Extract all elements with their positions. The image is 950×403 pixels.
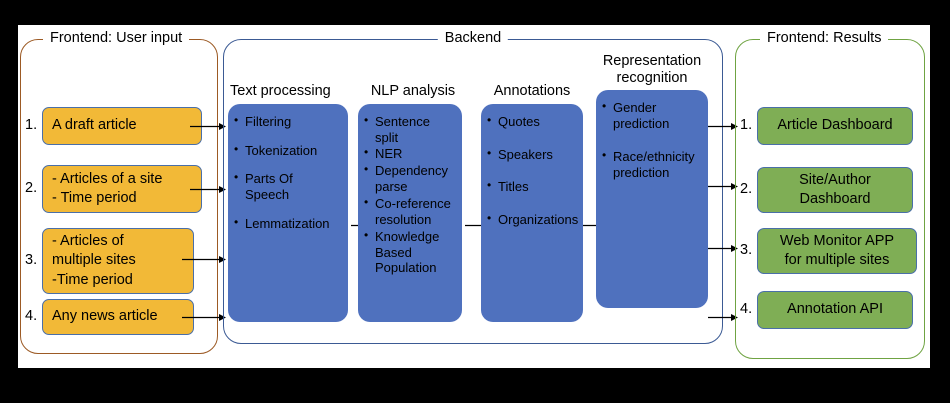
input-chip-articles-of-a-site[interactable]: - Articles of a site - Time period [42,165,202,213]
diagram-canvas: Frontend: User input 1. A draft article … [18,25,930,368]
stage-body[interactable]: Gender prediction Race/ethnicity predict… [596,90,708,309]
arrow-input-2-to-backend [190,185,226,194]
panel-title-backend: Backend [437,30,509,47]
bullet-item: Sentence split [364,113,454,146]
item-number: 2. [740,181,753,198]
arrow-backend-to-result-4 [708,313,738,322]
chip-line: for multiple sites [784,252,890,268]
bullet-item: Filtering [234,113,340,130]
chip-line: A draft article [52,117,137,134]
arrow-input-1-to-backend [190,122,226,131]
item-number: 3. [740,242,753,259]
stage-body[interactable]: Quotes Speakers Titles Organizations [481,103,583,322]
bullet-item: Organizations [487,211,578,228]
bullet-item: Race/ethnicity prediction [602,148,700,181]
bullet-item: Titles [487,178,575,195]
item-number: 4. [25,308,38,325]
bullet-item: NER [364,145,454,162]
bullet-item: Speakers [487,146,575,163]
bullet-item: Quotes [487,113,575,130]
list-item[interactable]: 3. - Articles of multiple sites -Time pe… [25,228,211,294]
chip-line: Site/Author [799,171,871,188]
stage-heading: Representation recognition [602,53,702,86]
bullet-item: Knowledge Based Population [364,228,454,277]
arrow-input-4-to-backend [182,313,226,322]
stage-bullet-list: Sentence split NER Dependency parse Co-r… [364,113,454,277]
stage-representation-recognition[interactable]: Representation recognition Gender predic… [596,53,708,309]
result-chip-annotation-api[interactable]: Annotation API [757,291,913,329]
chip-line: - Time period [52,190,137,206]
input-chip-draft-article[interactable]: A draft article [42,107,202,145]
list-item[interactable]: 2. Site/Author Dashboard [740,167,922,213]
bullet-item: Dependency parse [364,162,454,195]
arrow-backend-to-result-1 [708,122,738,131]
stage-bullet-list: Filtering Tokenization Parts Of Speech L… [234,113,340,232]
stage-text-processing[interactable]: Text processing Filtering Tokenization P… [228,83,348,322]
result-chip-site-author-dashboard[interactable]: Site/Author Dashboard [757,167,913,213]
stage-heading: NLP analysis [370,83,456,99]
list-item[interactable]: 1. Article Dashboard [740,107,922,145]
stage-bullet-list: Quotes Speakers Titles Organizations [487,113,578,228]
stage-bullet-list: Gender prediction Race/ethnicity predict… [602,99,700,181]
stage-body[interactable]: Sentence split NER Dependency parse Co-r… [358,103,462,322]
stage-body[interactable]: Filtering Tokenization Parts Of Speech L… [228,103,348,322]
chip-line: multiple sites [52,252,136,269]
chip-line: Any news article [52,308,158,325]
stage-heading: Annotations [493,83,571,99]
input-chip-articles-multiple-sites[interactable]: - Articles of multiple sites -Time perio… [42,228,194,294]
item-number: 1. [25,117,38,134]
panel-title-frontend-user-input: Frontend: User input [43,30,190,47]
panel-frontend-results: Frontend: Results [735,30,925,359]
chip-line: Article Dashboard [777,117,893,134]
panel-backend: Backend [223,30,723,344]
chip-line: Web Monitor APP [779,232,895,249]
bullet-item: Lemmatization [234,215,340,232]
item-number: 4. [740,301,753,318]
panel-frontend-user-input: Frontend: User input [20,30,218,354]
bullet-item: Tokenization [234,142,340,159]
list-item[interactable]: 4. Any news article [25,299,211,335]
stage-nlp-analysis[interactable]: NLP analysis Sentence split NER Dependen… [358,83,462,322]
item-number: 2. [25,180,38,197]
chip-line: - Articles of a site [52,170,163,187]
item-number: 3. [25,252,38,269]
result-chip-article-dashboard[interactable]: Article Dashboard [757,107,913,145]
result-chip-web-monitor-app[interactable]: Web Monitor APP for multiple sites [757,228,917,274]
input-chip-any-news-article[interactable]: Any news article [42,299,194,335]
arrow-backend-to-result-3 [708,244,738,253]
list-item[interactable]: 4. Annotation API [740,291,922,329]
stage-heading: Text processing [230,83,331,99]
chip-line: - Articles of [52,233,124,250]
list-item[interactable]: 1. A draft article [25,107,211,145]
bullet-item: Co-reference resolution [364,195,454,228]
chip-line: Dashboard [799,191,871,207]
arrow-input-3-to-backend [182,255,226,264]
bullet-item: Gender prediction [602,99,700,132]
list-item[interactable]: 3. Web Monitor APP for multiple sites [740,228,922,274]
arrow-backend-to-result-2 [708,182,738,191]
panel-title-frontend-results: Frontend: Results [760,30,889,47]
chip-line: -Time period [52,271,133,288]
chip-line: Annotation API [787,301,883,318]
item-number: 1. [740,117,753,134]
bullet-item: Parts Of Speech [234,170,340,203]
list-item[interactable]: 2. - Articles of a site - Time period [25,165,211,213]
stage-annotations[interactable]: Annotations Quotes Speakers Titles Organ… [481,83,583,322]
